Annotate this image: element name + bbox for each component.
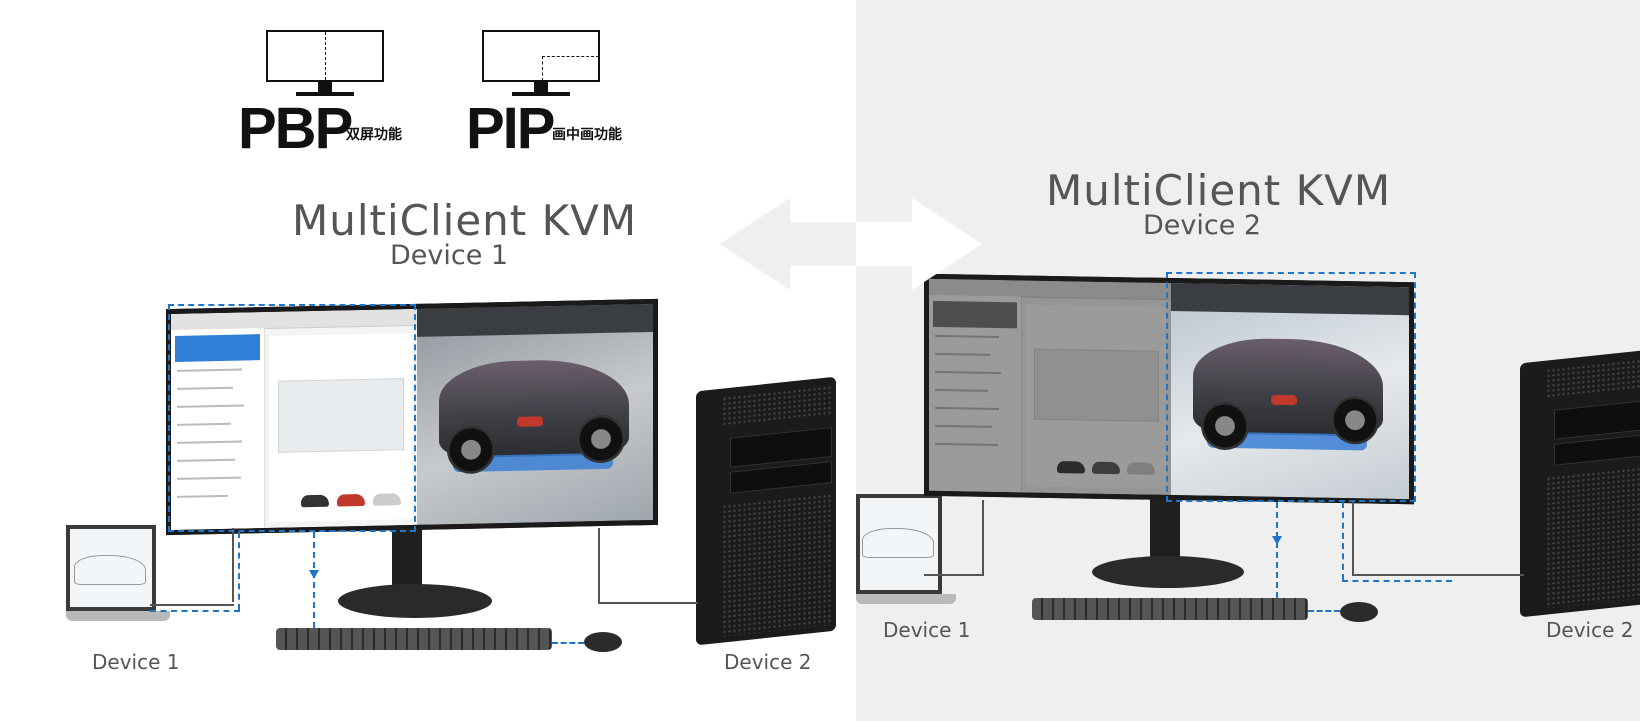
double-arrow-icon — [720, 198, 982, 290]
right-kvm-subtitle: Device 2 — [1143, 210, 1262, 241]
cable — [150, 604, 234, 606]
cad-car-wheel — [577, 414, 625, 464]
kvm-link-line — [150, 610, 240, 612]
pbp-base — [296, 92, 354, 96]
pbp-monitor-icon — [266, 30, 384, 82]
left-kvm-title: MultiClient KVM — [292, 196, 638, 245]
swap-arrow-right-half — [856, 198, 982, 290]
right-laptop-screen — [856, 494, 942, 594]
mail-blueprint-image — [1034, 348, 1159, 422]
left-kvm-subtitle: Device 1 — [390, 240, 509, 271]
pbp-stand — [318, 82, 332, 92]
cable — [1352, 500, 1354, 574]
left-device-2-label: Device 2 — [724, 650, 812, 674]
right-keyboard — [1032, 598, 1308, 620]
mail-app-window — [929, 278, 1171, 496]
left-mouse — [584, 632, 622, 652]
left-pc-tower — [696, 376, 836, 646]
left-keyboard — [276, 628, 552, 650]
kvm-link-line — [313, 532, 315, 628]
laptop-car-sketch — [74, 555, 146, 585]
right-monitor-stand — [1150, 498, 1180, 564]
pip-label: PIP — [466, 96, 555, 161]
pbp-sublabel: 双屏功能 — [346, 127, 402, 143]
kvm-link-line — [1342, 502, 1344, 580]
kvm-link-line — [238, 532, 240, 610]
mail-row — [935, 442, 998, 447]
swap-arrow-left-half — [720, 198, 856, 290]
right-pc-tower — [1520, 348, 1640, 618]
pbp-divider — [325, 32, 326, 80]
mail-list — [929, 294, 1022, 493]
right-device-1-label: Device 1 — [883, 618, 971, 642]
tower-drive-bay — [1554, 399, 1640, 440]
pip-inset — [542, 56, 599, 81]
mail-row — [935, 370, 1002, 375]
pip-monitor-icon — [482, 30, 600, 82]
mail-row — [935, 388, 989, 392]
pip-stand — [534, 82, 548, 92]
cad-car-part — [517, 416, 543, 427]
mail-row — [935, 406, 1000, 411]
pip-sublabel: 画中画功能 — [552, 127, 622, 143]
right-kvm-title: MultiClient KVM — [1046, 166, 1392, 215]
tower-grill — [1546, 357, 1640, 399]
right-device-2-label: Device 2 — [1546, 618, 1634, 642]
left-laptop-screen — [66, 525, 156, 611]
active-region-outline — [168, 304, 416, 532]
cable — [232, 528, 234, 602]
pbp-label: PBP — [238, 96, 353, 161]
mail-reading-pane — [1025, 304, 1167, 489]
pip-base — [512, 92, 570, 96]
kvm-link-line — [1342, 580, 1452, 582]
kvm-link-line — [552, 642, 584, 644]
tower-grill — [1546, 465, 1640, 609]
mail-selected-row — [933, 300, 1017, 329]
tower-grill — [722, 385, 832, 427]
left-monitor-base — [338, 584, 492, 618]
car-thumbnail — [1127, 462, 1156, 475]
mail-row — [935, 352, 991, 356]
cable — [982, 500, 984, 574]
left-laptop-base — [66, 611, 170, 621]
left-device-1-label: Device 1 — [92, 650, 180, 674]
right-panel: MultiClient KVM Device 2 — [856, 0, 1640, 721]
cable — [924, 574, 984, 576]
laptop-car-sketch — [862, 528, 934, 558]
arrow-down-icon — [1272, 536, 1282, 545]
cad-app-window — [417, 303, 653, 525]
kvm-link-line — [1308, 610, 1340, 612]
left-monitor-stand — [392, 528, 422, 592]
left-panel: PBP 双屏功能 PIP 画中画功能 MultiClient KVM Devic… — [66, 30, 836, 674]
active-region-outline — [1166, 272, 1416, 502]
right-laptop-base — [856, 594, 956, 604]
right-mouse — [1340, 602, 1378, 622]
right-monitor-base — [1092, 556, 1244, 588]
cable — [1352, 574, 1524, 576]
tower-grill — [722, 493, 832, 637]
mail-row — [935, 334, 1000, 339]
cable — [598, 528, 600, 602]
car-thumbnail — [1092, 461, 1121, 475]
cad-toolbar — [417, 303, 653, 337]
arrow-down-icon — [309, 570, 319, 579]
car-thumbnail — [1056, 461, 1085, 474]
mail-row — [935, 424, 992, 428]
kvm-link-line — [1276, 502, 1278, 598]
cable — [598, 602, 698, 604]
